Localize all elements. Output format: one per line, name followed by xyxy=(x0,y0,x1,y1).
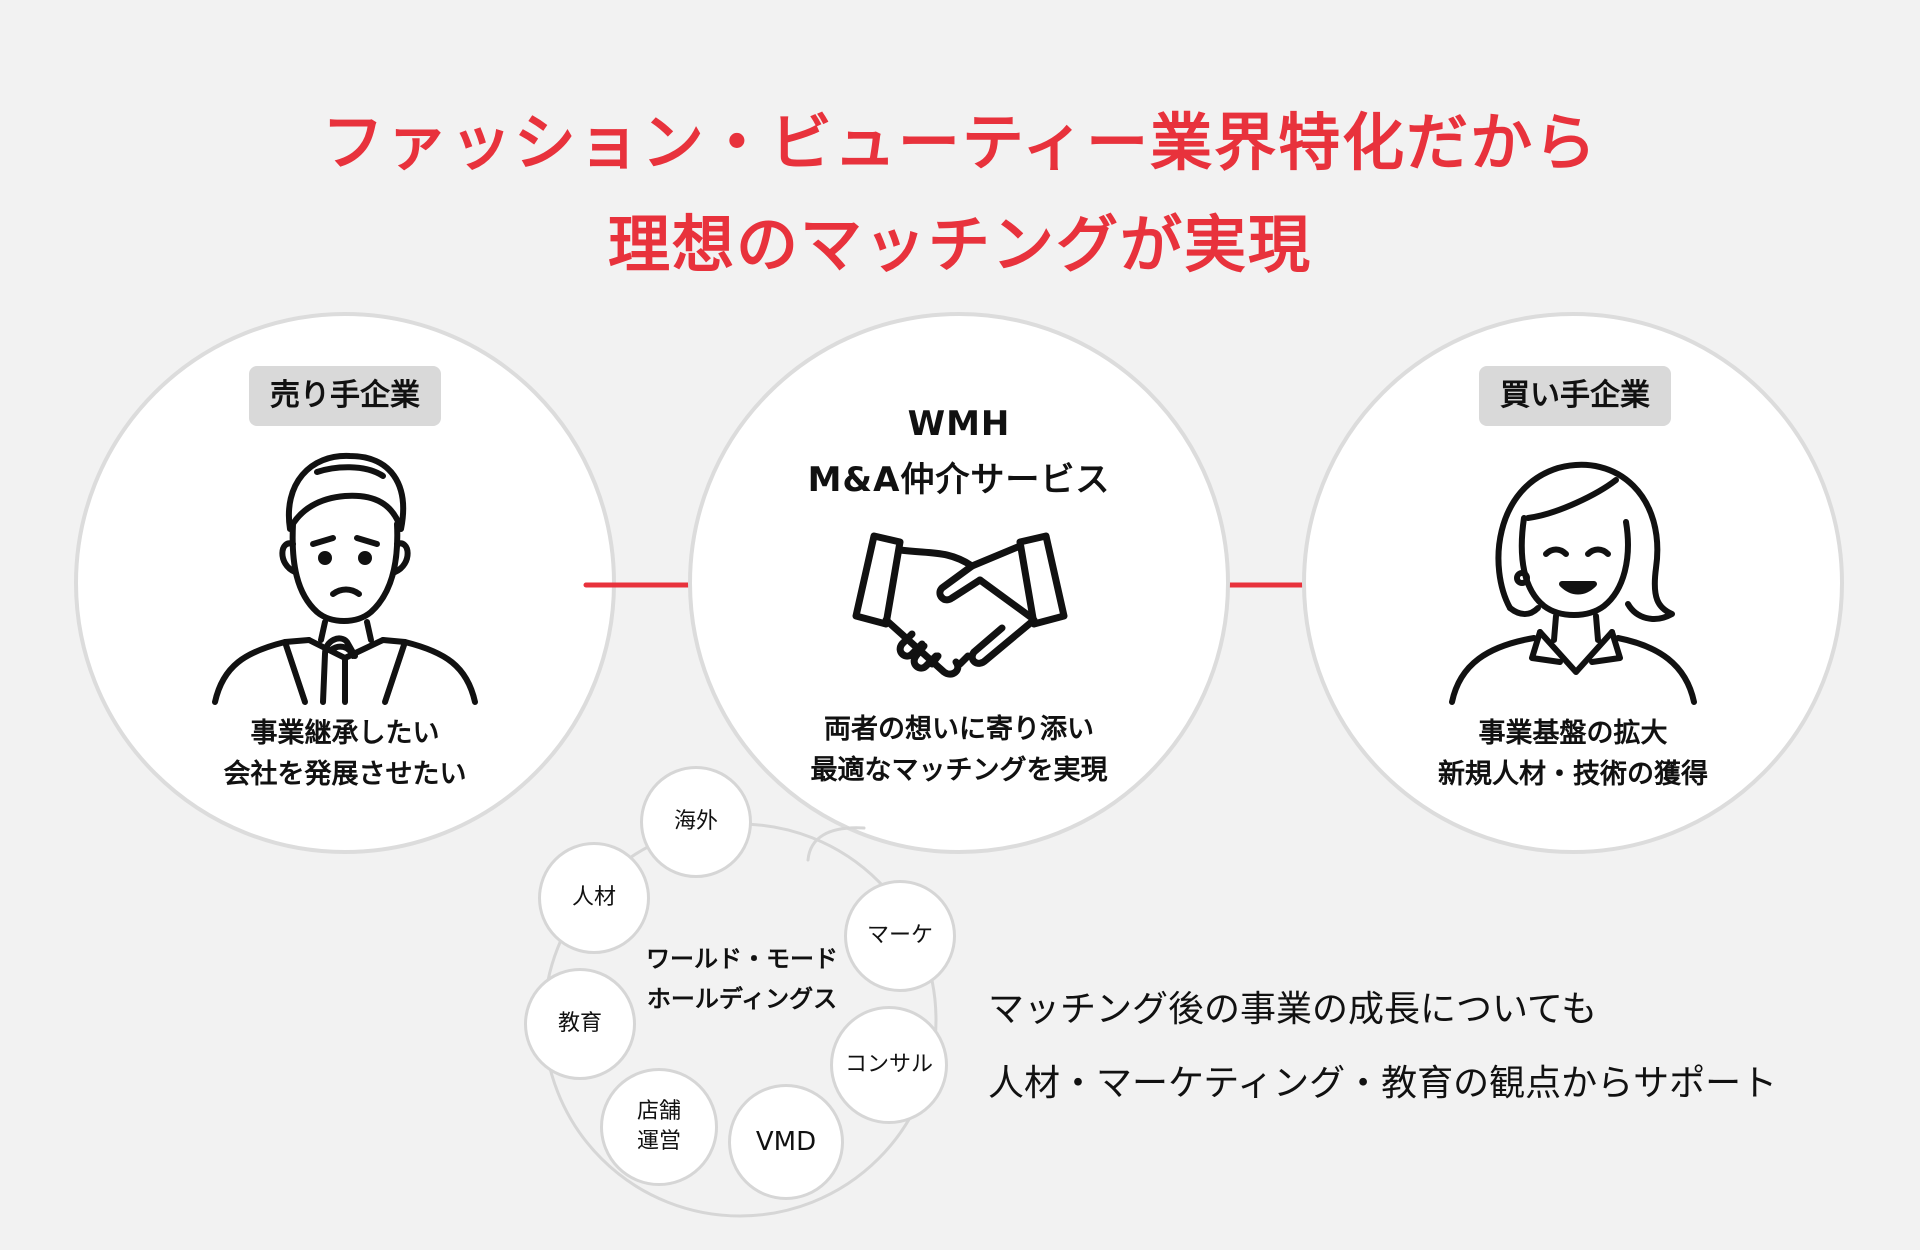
network-center-line-1: ワールド・モード xyxy=(646,945,838,973)
network-item-vmd: VMD xyxy=(728,1084,844,1200)
service-circle xyxy=(688,312,1230,854)
seller-badge: 売り手企業 xyxy=(249,366,441,426)
headline-line-2: 理想のマッチングが実現 xyxy=(607,208,1312,281)
support-text-line-1: マッチング後の事業の成長についても xyxy=(988,989,1598,1030)
network-item-talent: 人材 xyxy=(538,842,650,954)
service-title-line-1: WMH xyxy=(907,404,1011,444)
seller-caption-line-2: 会社を発展させたい xyxy=(223,759,467,790)
headline-line-1: ファッション・ビューティー業界特化だから xyxy=(321,106,1599,179)
handshake-icon xyxy=(852,532,1068,678)
service-caption-line-1: 両者の想いに寄り添い xyxy=(824,714,1094,745)
network-item-marketing: マーケ xyxy=(844,880,956,992)
network-item-store-operation: 店舗 運営 xyxy=(600,1068,718,1186)
worried-man-icon xyxy=(212,452,478,705)
service-title-line-2: M&A仲介サービス xyxy=(807,460,1111,500)
service-caption-line-2: 最適なマッチングを実現 xyxy=(810,755,1108,786)
smiling-woman-icon xyxy=(1449,461,1697,705)
buyer-caption-line-2: 新規人材・技術の獲得 xyxy=(1438,759,1708,790)
network-item-overseas: 海外 xyxy=(640,766,752,878)
seller-caption-line-1: 事業継承したい xyxy=(250,718,440,749)
buyer-caption-line-1: 事業基盤の拡大 xyxy=(1478,718,1668,749)
network-item-education: 教育 xyxy=(524,968,636,1080)
network-center-line-2: ホールディングス xyxy=(646,985,838,1013)
buyer-badge: 買い手企業 xyxy=(1479,366,1671,426)
network-item-consulting: コンサル xyxy=(830,1006,948,1124)
support-text-line-2: 人材・マーケティング・教育の観点からサポート xyxy=(988,1063,1778,1104)
